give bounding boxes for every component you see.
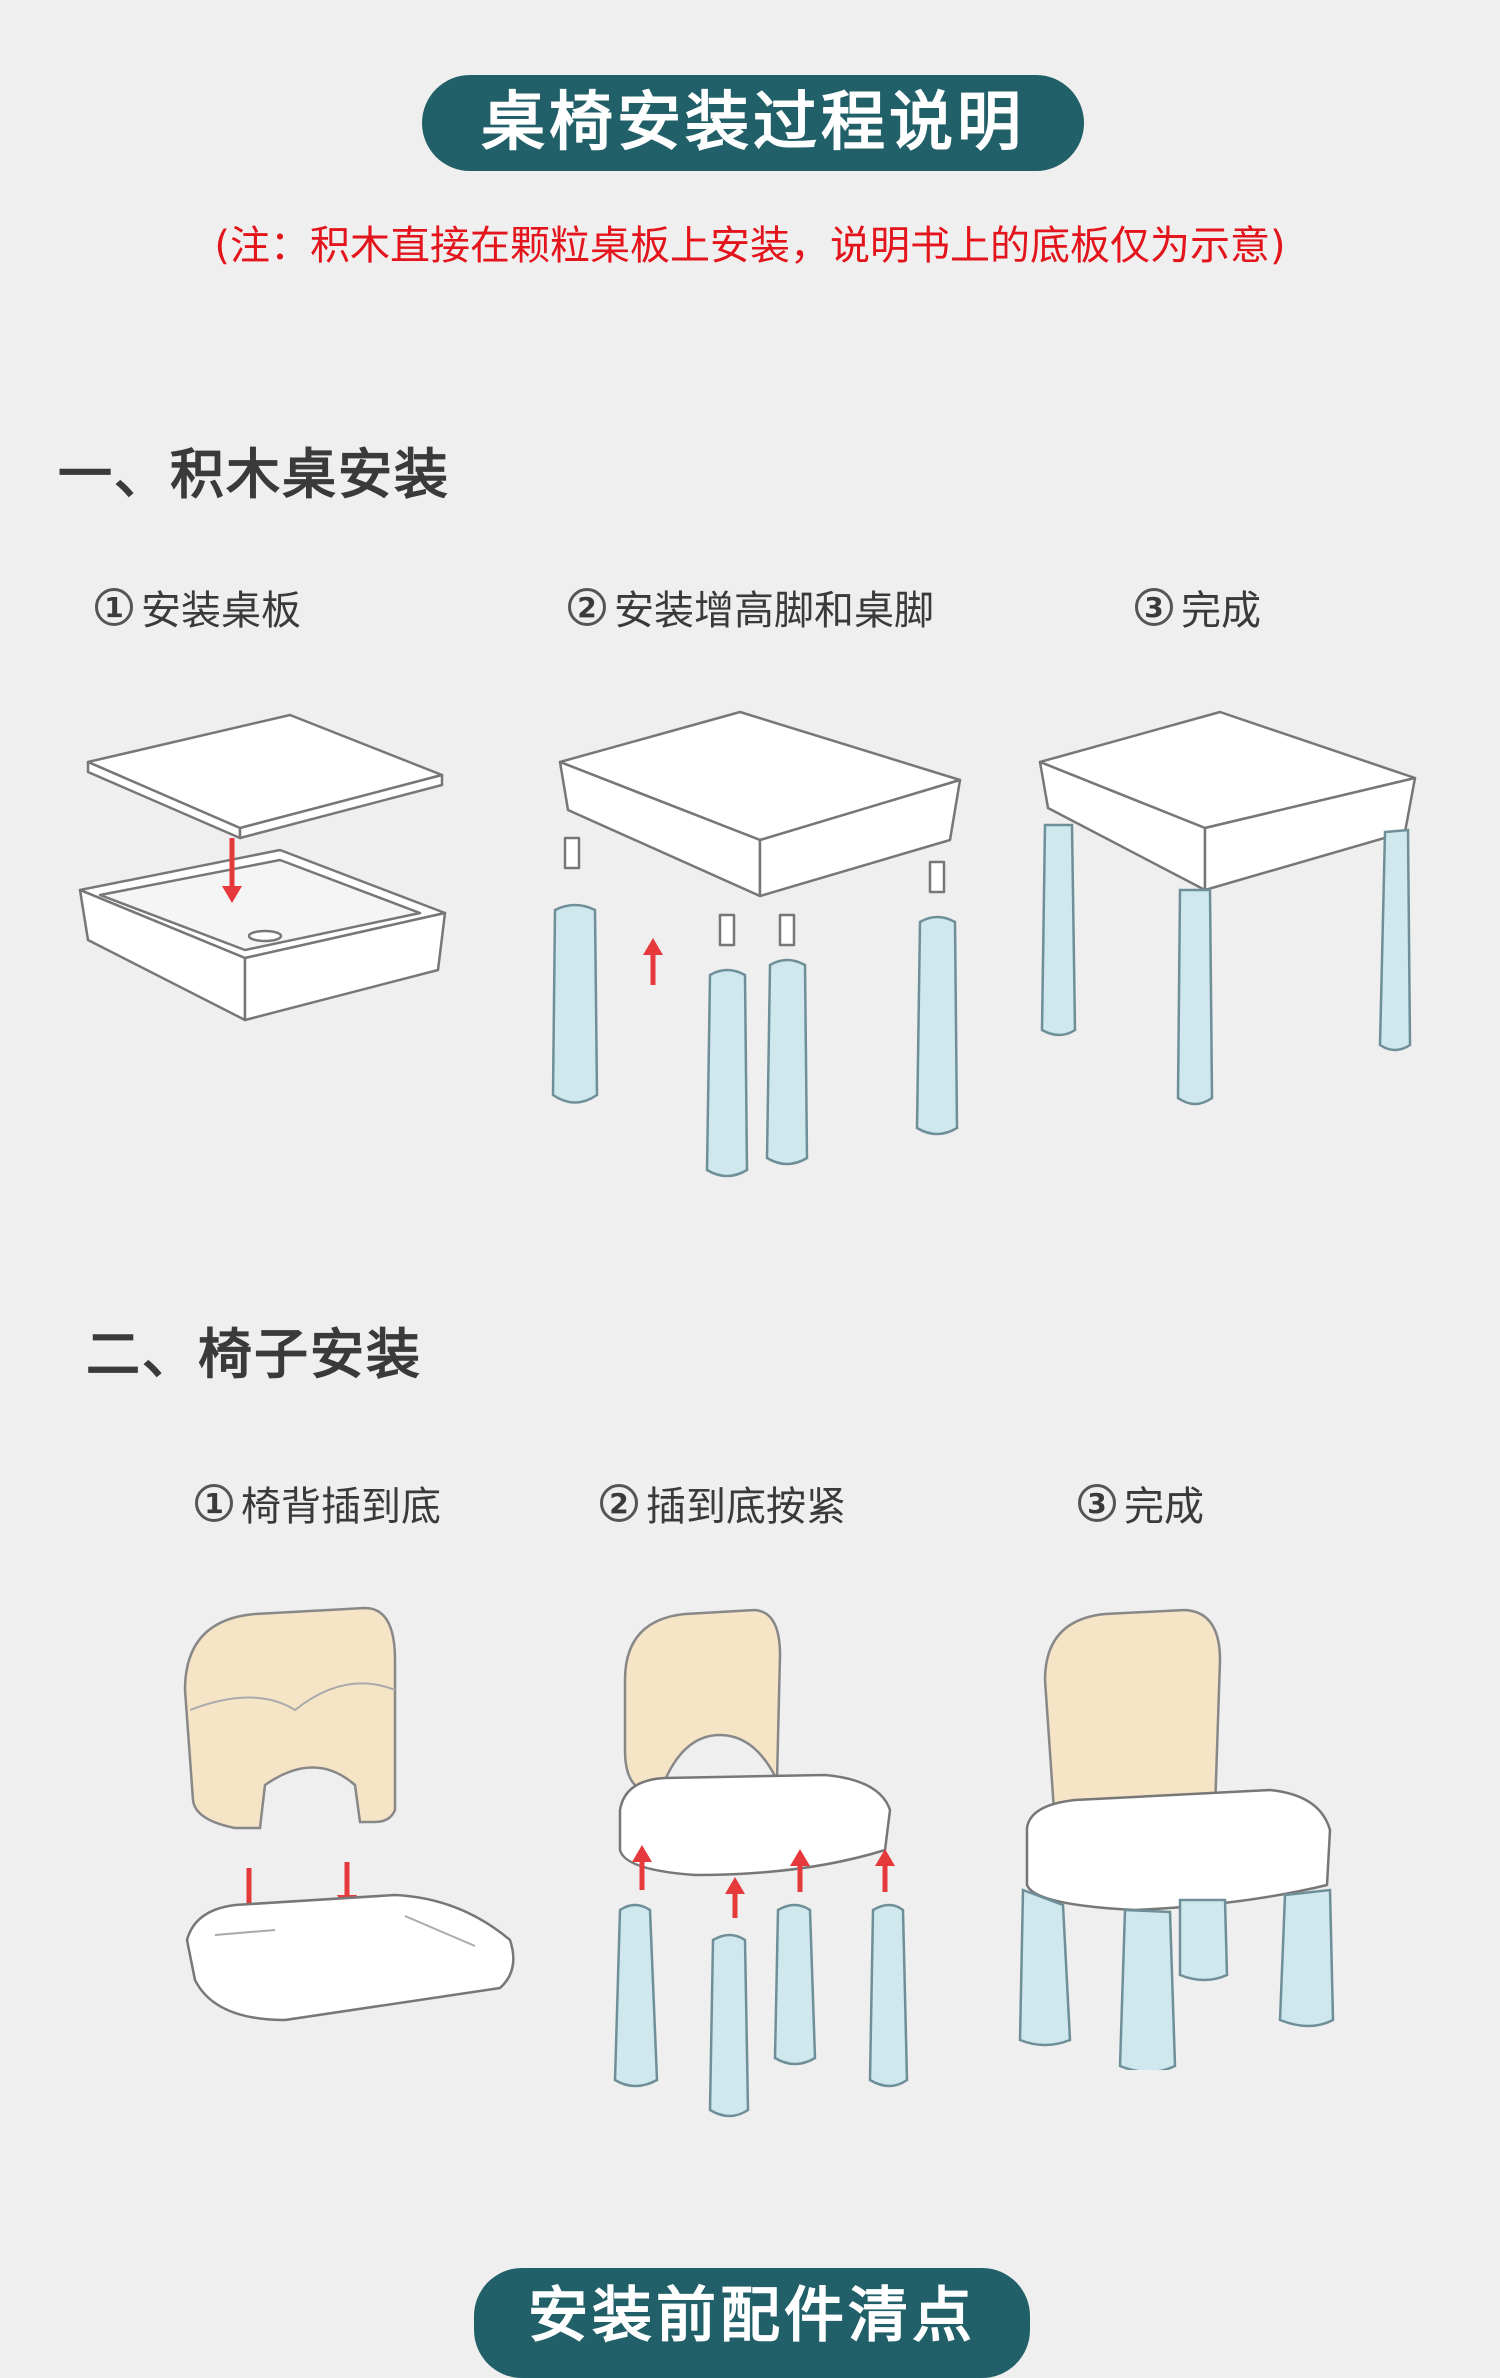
step-label: 安装增高脚和桌脚 <box>614 588 934 634</box>
step-label: 插到底按紧 <box>646 1484 846 1530</box>
step-number-badge: 3 <box>1135 588 1173 626</box>
table-leg <box>915 860 959 1136</box>
step-number-badge: 1 <box>195 1484 233 1522</box>
table-leg <box>705 913 749 1178</box>
table-legs-install-illustration <box>551 710 962 1178</box>
chair-step-1: 1 椅背插到底 <box>195 1474 441 1532</box>
step-label: 椅背插到底 <box>241 1484 441 1530</box>
chair-section-title: 二、椅子安装 <box>86 1323 422 1386</box>
chair-leg <box>773 1903 817 2066</box>
installation-note: (注：积木直接在颗粒桌板上安装，说明书上的底板仅为示意) <box>214 223 1286 269</box>
step-label: 安装桌板 <box>141 588 301 634</box>
chair-leg <box>613 1903 659 2088</box>
table-complete-illustration <box>1038 710 1417 1106</box>
table-step-3: 3 完成 <box>1135 578 1261 636</box>
chair-leg <box>708 1933 750 2118</box>
chair-leg <box>868 1903 909 2088</box>
step-number-badge: 1 <box>95 588 133 626</box>
step-number-badge: 2 <box>568 588 606 626</box>
step-number-badge: 2 <box>600 1484 638 1522</box>
chair-back-install-illustration <box>183 1606 515 2022</box>
accessories-checklist-title: 安装前配件清点 <box>474 2268 1030 2378</box>
table-leg <box>551 836 599 1104</box>
table-leg <box>765 913 809 1166</box>
chair-step-3: 3 完成 <box>1078 1474 1204 1532</box>
table-step-2: 2 安装增高脚和桌脚 <box>568 578 934 636</box>
chair-legs-install-illustration <box>613 1608 909 2118</box>
table-step-1: 1 安装桌板 <box>95 578 301 636</box>
table-section-title: 一、积木桌安装 <box>58 443 450 506</box>
step-label: 完成 <box>1124 1484 1204 1530</box>
chair-complete-illustration <box>1018 1608 1335 2070</box>
chair-step-2: 2 插到底按紧 <box>600 1474 846 1532</box>
table-top-install-illustration <box>78 713 447 1022</box>
page-title: 桌椅安装过程说明 <box>422 75 1084 171</box>
step-label: 完成 <box>1181 588 1261 634</box>
step-number-badge: 3 <box>1078 1484 1116 1522</box>
